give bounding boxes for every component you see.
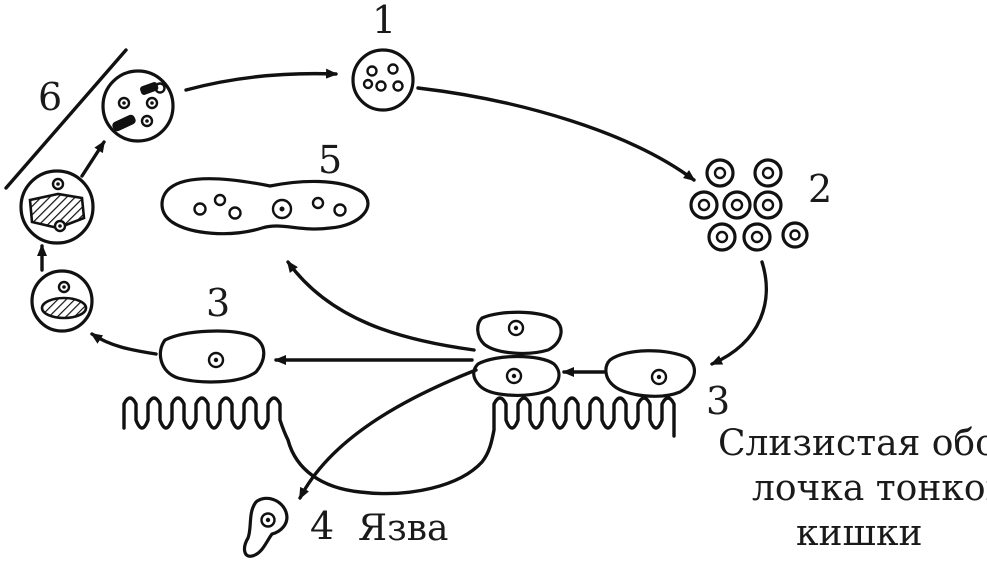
label-stage-5: 5: [318, 138, 342, 182]
label-stage-3-top: 3: [206, 281, 230, 325]
caption-mucosa-line-2: лочка тонкой: [752, 468, 987, 509]
label-ulcer: Язва: [358, 508, 448, 549]
caption-mucosa-line-1: Слизистая обо-: [718, 423, 987, 464]
stage-4-tissue-form: [242, 496, 289, 558]
stage-1-cyst: [351, 48, 415, 112]
arrow-pair-to-4: [298, 368, 478, 500]
arrow-3-to-precyst: [90, 332, 158, 356]
stage-3-trophozoite-right: [604, 349, 697, 398]
arrow-pair-to-5: [286, 260, 476, 352]
arrow-6-to-1: [184, 68, 338, 92]
arrow-2-to-3: [710, 260, 768, 366]
label-stage-2: 2: [808, 167, 832, 211]
stage-2-cluster: [689, 158, 809, 252]
arrow-cyst-to-mature: [80, 140, 106, 178]
stage-6-precyst-lower: [30, 269, 94, 333]
label-stage-3-right: 3: [706, 379, 730, 423]
arrow-1-to-2: [416, 86, 696, 182]
label-stage-6: 6: [38, 75, 62, 119]
stage-6-bracket: [4, 48, 128, 190]
label-stage-1: 1: [372, 0, 396, 42]
label-stage-4: 4: [310, 504, 334, 548]
intestinal-mucosa: [122, 396, 676, 496]
stage-6-mature-cyst: [101, 69, 175, 143]
stage-3-trophozoite-left: [158, 329, 266, 384]
stage-6-cyst-middle: [19, 169, 95, 245]
caption-mucosa-line-3: кишки: [796, 513, 922, 554]
trophozoite-pair-invading: [472, 310, 563, 397]
stage-5-elongated-form: [160, 177, 370, 236]
